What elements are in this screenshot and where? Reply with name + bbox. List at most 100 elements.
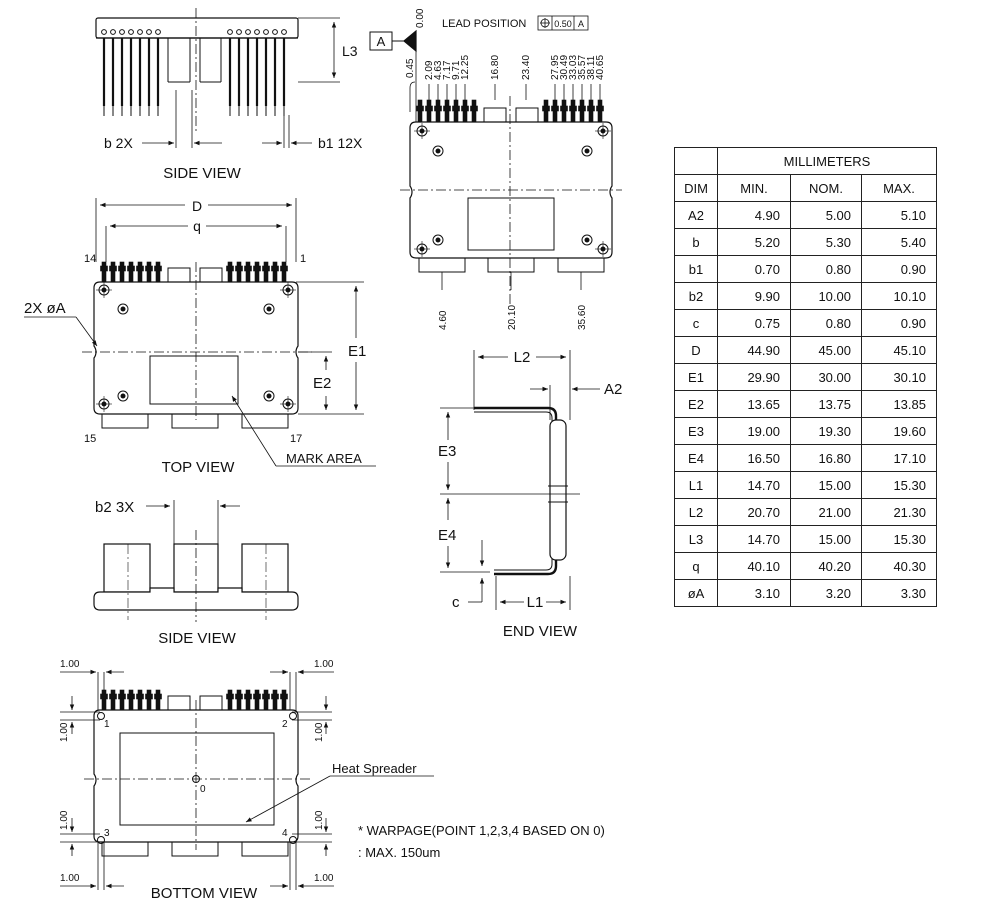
dim-cell: L3 — [674, 525, 718, 553]
side-view-bottom-title: SIDE VIEW — [158, 630, 236, 647]
col-header-max: MAX. — [861, 174, 937, 202]
lead — [425, 99, 433, 123]
lead — [226, 261, 234, 283]
lead-position-value: 2.09 — [424, 60, 435, 80]
lead — [271, 261, 279, 283]
mounting-hole — [96, 282, 112, 298]
min-cell: 20.70 — [717, 498, 791, 526]
dim-cell: b — [674, 228, 718, 256]
bv-1mm-bottom-left: 1.00 — [60, 873, 80, 884]
l3-label: L3 — [342, 43, 358, 59]
e4-label: E4 — [438, 527, 456, 544]
lead-position-value: 27.95 — [550, 55, 561, 80]
point-4-label: 4 — [282, 828, 288, 839]
lead — [578, 99, 586, 123]
lead — [280, 689, 288, 711]
lead — [542, 99, 550, 123]
point-3-label: 3 — [104, 828, 110, 839]
lead — [262, 689, 270, 711]
lead — [452, 99, 460, 123]
bv-1mm-right-lower: 1.00 — [314, 810, 325, 830]
mounting-hole — [263, 390, 275, 402]
tolerance-datum: A — [578, 19, 584, 29]
lead — [262, 261, 270, 283]
lead — [119, 29, 125, 116]
b2-3x-label: b2 3X — [95, 499, 134, 516]
lead-position-value: 16.80 — [490, 55, 501, 80]
a2-label: A2 — [604, 381, 622, 398]
lead — [227, 29, 233, 116]
lead-position-value: 38.11 — [586, 55, 597, 80]
lead — [272, 29, 278, 116]
lead — [101, 29, 107, 116]
lead — [226, 689, 234, 711]
lead-position-value: 23.40 — [521, 55, 532, 80]
side-view-top-title: SIDE VIEW — [163, 165, 241, 182]
mounting-hole — [117, 390, 129, 402]
lead — [100, 261, 108, 283]
lead — [560, 99, 568, 123]
datum-a-label: A — [377, 34, 386, 49]
lead-position-value: 4.63 — [433, 60, 444, 80]
lead — [109, 261, 117, 283]
top-view — [24, 198, 376, 467]
mounting-hole — [117, 303, 129, 315]
b-2x-label: b 2X — [104, 135, 133, 151]
pin-1-label: 1 — [300, 253, 306, 265]
nom-cell: 45.00 — [790, 336, 862, 364]
lead — [109, 689, 117, 711]
tab-position-value: 4.60 — [438, 310, 449, 330]
l1-label: L1 — [527, 594, 544, 611]
min-cell: 4.90 — [717, 201, 791, 229]
max-cell: 40.30 — [861, 552, 937, 580]
min-cell: 0.70 — [717, 255, 791, 283]
d-label: D — [192, 198, 202, 214]
lead — [137, 29, 143, 116]
table-group-header: MILLIMETERS — [717, 147, 937, 175]
mark-area-label: MARK AREA — [286, 451, 362, 466]
min-cell: 9.90 — [717, 282, 791, 310]
bottom-view-leads — [100, 689, 288, 711]
nom-cell: 10.00 — [790, 282, 862, 310]
lead-position-value: 33.03 — [568, 55, 579, 80]
nom-cell: 3.20 — [790, 579, 862, 607]
lead — [127, 689, 135, 711]
max-cell: 30.10 — [861, 363, 937, 391]
lead — [100, 689, 108, 711]
lead — [154, 689, 162, 711]
lead — [118, 689, 126, 711]
lead — [127, 261, 135, 283]
lead — [154, 261, 162, 283]
mounting-hole — [96, 396, 112, 412]
lead-position-value: 35.57 — [577, 55, 588, 80]
max-cell: 10.10 — [861, 282, 937, 310]
lead-position-leads — [416, 99, 604, 123]
bv-1mm-top-right: 1.00 — [314, 659, 334, 670]
dim-cell: b1 — [674, 255, 718, 283]
pin-15-label: 15 — [84, 433, 96, 445]
min-cell: 29.90 — [717, 363, 791, 391]
nom-cell: 30.00 — [790, 363, 862, 391]
table-corner-cell — [674, 147, 718, 175]
bottom-view — [60, 669, 434, 890]
nom-cell: 0.80 — [790, 309, 862, 337]
point-1-label: 1 — [104, 719, 110, 730]
tab-position-value: 35.60 — [577, 305, 588, 330]
max-cell: 0.90 — [861, 255, 937, 283]
dim-cell: A2 — [674, 201, 718, 229]
mounting-hole — [595, 241, 611, 257]
max-cell: 17.10 — [861, 444, 937, 472]
max-cell: 5.10 — [861, 201, 937, 229]
side-view-top — [95, 8, 340, 148]
lead — [281, 29, 287, 116]
lead — [146, 29, 152, 116]
lead — [416, 99, 424, 123]
warpage-max: : MAX. 150um — [358, 845, 440, 860]
dim-cell: D — [674, 336, 718, 364]
max-cell: 0.90 — [861, 309, 937, 337]
